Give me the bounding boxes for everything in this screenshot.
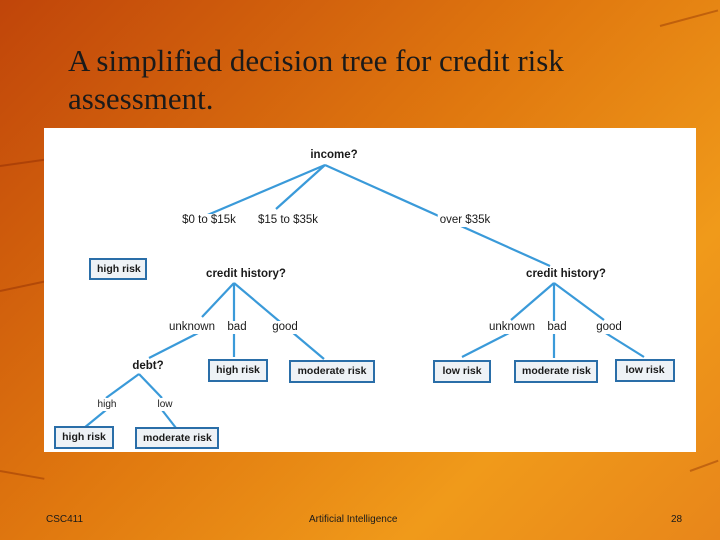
credit-edge-label-unknown-right: unknown — [487, 321, 537, 334]
title-line-1: A simplified decision tree for credit ri… — [68, 43, 564, 78]
slide-title: A simplified decision tree for credit ri… — [68, 42, 668, 118]
footer-page-number: 28 — [671, 514, 683, 525]
edge-debt-high-leaf — [83, 409, 107, 429]
leaf-moderate-risk-debt: moderate risk — [135, 427, 219, 449]
tree-edges — [83, 163, 645, 429]
edge-ch-right-good — [553, 282, 605, 321]
leaf-low-risk-unknown: low risk — [433, 360, 491, 383]
background-streak — [0, 279, 50, 292]
leaf-high-risk-bad-credit: high risk — [208, 359, 268, 382]
income-edge-label-over-35k: over $35k — [437, 214, 493, 227]
edge-ch-right-good-leaf — [603, 331, 645, 358]
edge-root-to-credit-history-left — [275, 164, 326, 210]
credit-history-node-right: credit history? — [526, 268, 606, 280]
debt-node: debt? — [132, 360, 164, 372]
decision-tree-diagram: income? credit history? credit history? … — [44, 128, 696, 452]
leaf-low-risk-good: low risk — [615, 359, 675, 382]
edge-ch-right-unknown — [510, 282, 555, 321]
edge-ch-left-unknown — [201, 282, 235, 318]
debt-edge-label-high: high — [97, 398, 117, 411]
income-edge-label-15-35k: $15 to $35k — [255, 214, 321, 227]
edge-debt-low — [138, 373, 163, 399]
edge-debt-high — [105, 373, 140, 399]
credit-edge-label-good-right: good — [595, 321, 623, 334]
income-edge-label-0-15k: $0 to $15k — [180, 214, 238, 227]
root-node-income: income? — [310, 149, 358, 161]
credit-edge-label-bad-right: bad — [546, 321, 568, 334]
credit-edge-label-good-left: good — [271, 321, 299, 334]
title-line-2: assessment. — [68, 81, 214, 116]
background-streak — [689, 459, 719, 472]
background-streak — [0, 470, 45, 480]
leaf-moderate-risk-bad: moderate risk — [514, 360, 598, 383]
edge-ch-left-unknown-debt — [148, 330, 203, 359]
edge-debt-low-leaf — [161, 409, 177, 429]
leaf-moderate-risk-good-credit: moderate risk — [289, 360, 375, 383]
credit-edge-label-bad-left: bad — [226, 321, 248, 334]
footer-course-code: CSC411 — [46, 514, 84, 525]
background-streak — [659, 9, 719, 27]
edge-root-to-credit-history-right — [324, 163, 551, 268]
credit-edge-label-unknown-left: unknown — [167, 321, 217, 334]
credit-history-node-left: credit history? — [206, 268, 286, 280]
leaf-high-risk-debt: high risk — [54, 426, 114, 449]
leaf-high-risk-income: high risk — [89, 258, 147, 280]
edge-ch-right-unknown-leaf — [461, 331, 512, 358]
debt-edge-label-low: low — [157, 398, 173, 411]
footer-course-title: Artificial Intelligence — [309, 514, 398, 525]
